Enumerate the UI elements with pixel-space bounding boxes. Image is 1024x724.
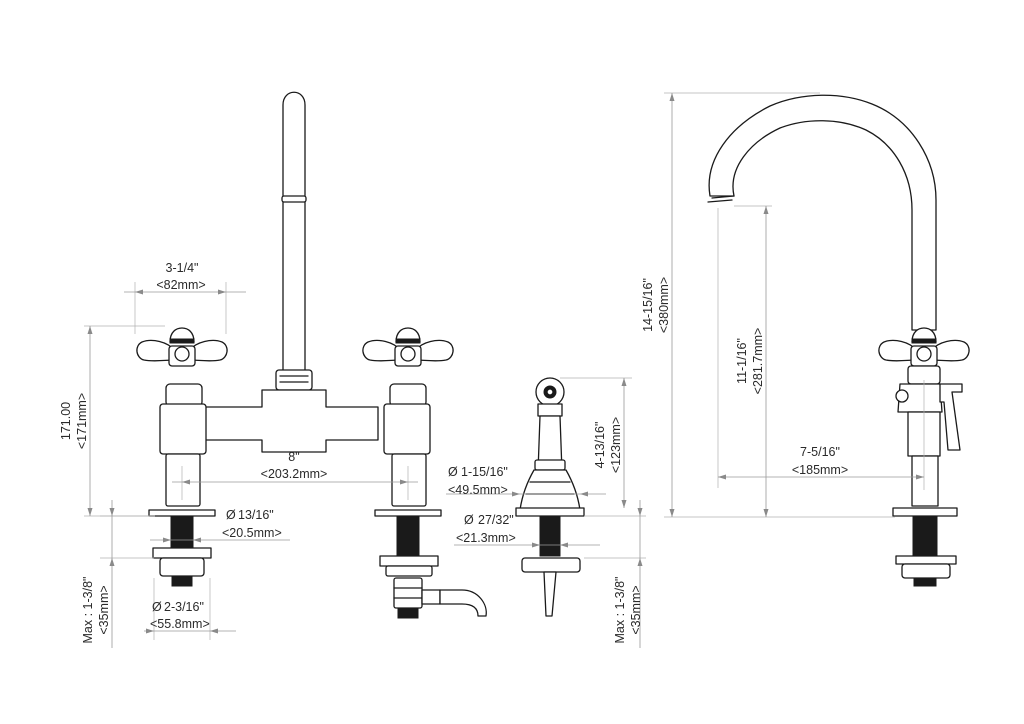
dim-14-15-16: 14-15/16"	[641, 278, 655, 332]
cross-handle-icon[interactable]	[136, 327, 228, 367]
dim-82mm: <82mm>	[156, 278, 205, 292]
dim-27-32: 27/32"	[478, 513, 514, 527]
dim-35mm-left: <35mm>	[97, 585, 111, 634]
dim-380mm: <380mm>	[657, 277, 671, 333]
diameter-icon: Ø	[464, 513, 474, 527]
diameter-icon: Ø	[226, 508, 236, 522]
gooseneck-spout	[708, 94, 937, 331]
dim-171mm: <171mm>	[75, 393, 89, 449]
diameter-icon: Ø	[448, 465, 458, 479]
dim-123mm: <123mm>	[609, 417, 623, 473]
bridge	[199, 389, 379, 453]
dim-11-1-16: 11-1/16"	[735, 338, 749, 384]
bridge-faucet-front-view	[136, 91, 487, 619]
dimension-lines	[84, 92, 925, 648]
spout	[282, 91, 306, 373]
dim-21-3mm: <21.3mm>	[456, 531, 516, 545]
dim-281-7mm: <281.7mm>	[751, 328, 765, 395]
dim-171-00: 171.00	[59, 402, 73, 440]
dim-20-5mm: <20.5mm>	[222, 526, 282, 540]
dimension-labels: 3-1/4" <82mm> 171.00 <171mm> 8" <203.2mm…	[59, 261, 848, 643]
dim-185mm: <185mm>	[792, 463, 848, 477]
dim-7-5-16: 7-5/16"	[800, 445, 840, 459]
cross-handle-icon[interactable]	[362, 327, 454, 367]
dim-8-inch: 8"	[288, 450, 299, 464]
dim-35mm-right: <35mm>	[629, 585, 643, 634]
dim-max-1-3-8-left: Max : 1-3/8"	[81, 577, 95, 644]
cross-handle-icon[interactable]	[878, 327, 970, 367]
dim-1-15-16: 1-15/16"	[461, 465, 508, 479]
side-spray	[515, 377, 585, 617]
dim-4-13-16: 4-13/16"	[593, 422, 607, 469]
right-valve	[362, 327, 487, 619]
dim-203mm: <203.2mm>	[261, 467, 328, 481]
dim-55-8mm: <55.8mm>	[150, 617, 210, 631]
diameter-icon: Ø	[152, 600, 162, 614]
dim-49-5mm: <49.5mm>	[448, 483, 508, 497]
dim-13-16: 13/16"	[238, 508, 274, 522]
dim-2-3-16: 2-3/16"	[164, 600, 204, 614]
dim-max-1-3-8-right: Max : 1-3/8"	[613, 577, 627, 644]
dim-3-1-4-inch: 3-1/4"	[166, 261, 199, 275]
left-valve	[136, 327, 228, 587]
